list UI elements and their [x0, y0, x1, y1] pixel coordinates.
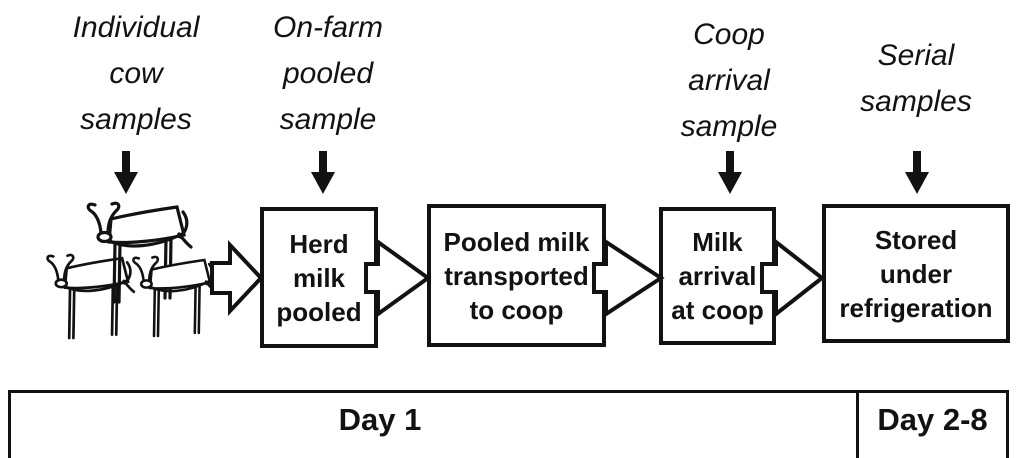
step-line: milk: [292, 262, 346, 293]
label-line: samples: [860, 85, 972, 118]
day-2-8-label: Day 2-8: [877, 402, 988, 437]
step-line: at coop: [671, 295, 764, 325]
flow-arrow-icon: [210, 239, 264, 317]
timeline-segment-day-1: Day 1: [11, 393, 859, 458]
step-line: to coop: [469, 294, 564, 325]
down-arrow-icon: [718, 151, 742, 194]
down-arrow-icon: [905, 151, 929, 194]
label-line: sample: [279, 103, 377, 136]
step-box-herd-milk-pooled: Herd milk pooled: [260, 207, 378, 348]
label-serial-samples: Serial samples: [806, 33, 1024, 125]
step-box-stored-under-refrigeration: Stored under refrigeration: [822, 204, 1010, 343]
step-line: Milk: [692, 227, 743, 257]
step-line: Herd: [289, 228, 349, 259]
down-arrow-icon: [311, 151, 335, 194]
label-line: arrival: [688, 64, 770, 97]
label-line: pooled: [282, 57, 374, 90]
cow-herd-icon: [46, 201, 212, 340]
day-1-label: Day 1: [338, 402, 422, 437]
step-line: pooled: [276, 296, 362, 327]
flow-arrow-icon: [592, 238, 665, 318]
label-line: Individual: [72, 11, 200, 44]
timeline-segment-day-2-8: Day 2-8: [859, 393, 1006, 458]
step-line: Pooled milk: [443, 226, 590, 257]
label-line: samples: [80, 103, 192, 136]
step-line: under: [879, 258, 953, 289]
label-line: Serial: [877, 39, 955, 72]
step-line: Stored: [874, 224, 958, 255]
step-line: arrival: [678, 261, 757, 291]
label-on-farm-pooled-sample: On-farm pooled sample: [218, 5, 438, 143]
label-line: cow: [109, 57, 163, 90]
down-arrow-icon: [114, 151, 138, 194]
step-line: refrigeration: [839, 292, 993, 323]
step-line: transported: [444, 260, 589, 291]
label-line: Coop: [693, 18, 765, 51]
timeline-bar: Day 1 Day 2-8: [8, 390, 1009, 458]
step-box-pooled-milk-transported: Pooled milk transported to coop: [427, 204, 606, 347]
flow-arrow-icon: [760, 237, 826, 319]
label-line: sample: [680, 110, 778, 143]
flow-arrow-icon: [364, 238, 432, 318]
label-coop-arrival-sample: Coop arrival sample: [619, 12, 839, 150]
label-line: On-farm: [272, 11, 383, 44]
label-individual-cow-samples: Individual cow samples: [26, 5, 246, 143]
